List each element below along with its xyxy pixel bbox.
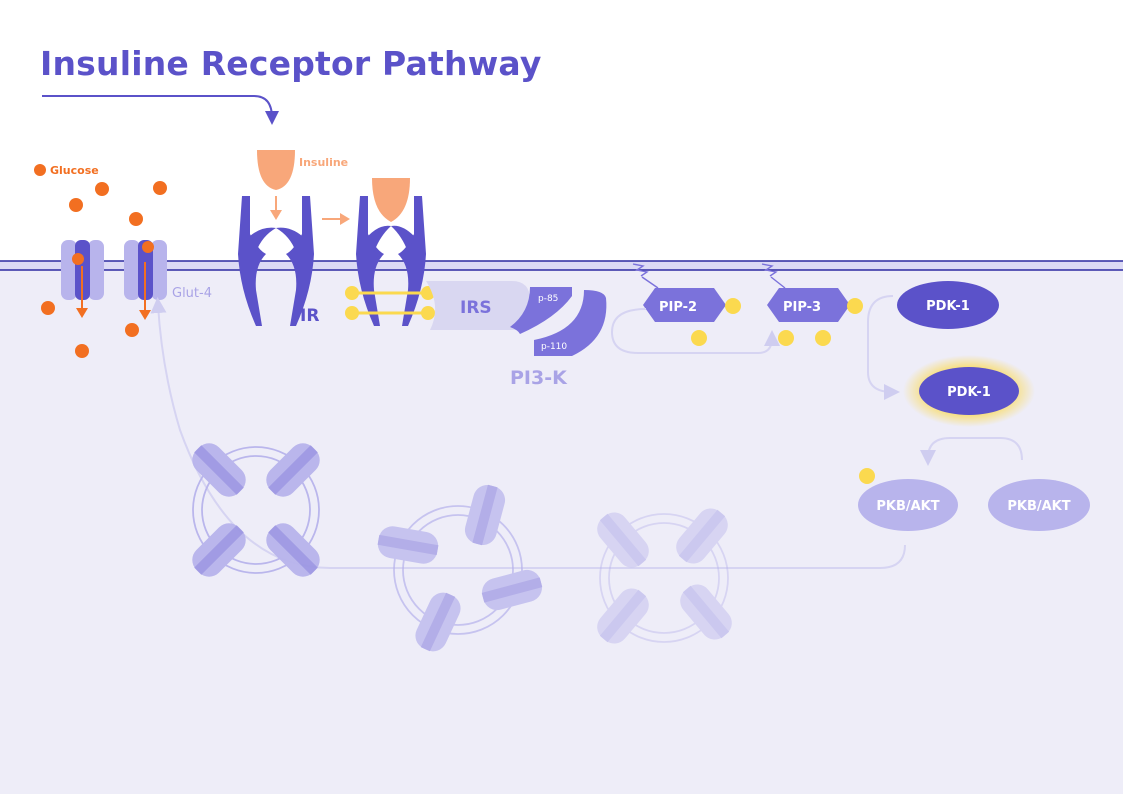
pdk1-inactive (897, 281, 999, 329)
pkb-activation-arrow (920, 437, 1023, 466)
ir-label: IR (300, 306, 319, 326)
glucose-label: Glucose (50, 164, 99, 177)
glut4-transporter-left (61, 240, 104, 318)
pip3-phosphate-2 (778, 330, 794, 346)
insuline-label: Insuline (299, 156, 348, 169)
pip3-molecule (767, 288, 850, 322)
pkb-phosphate (859, 468, 875, 484)
pip2-phosphate-2 (691, 330, 707, 346)
pip3-label: PIP-3 (783, 300, 821, 315)
glut4-vesicle-2 (375, 481, 546, 656)
receptor-phosphates (345, 286, 435, 320)
glut4-transporter-right (124, 240, 167, 320)
pkb-phos-label: PKB/AKT (876, 499, 939, 514)
pip-conversion-arrow (610, 308, 780, 354)
glut4-vesicle-3 (591, 502, 738, 650)
glucose-molecules (34, 164, 167, 358)
page-title: Insuline Receptor Pathway (40, 44, 542, 83)
irs-label: IRS (460, 298, 492, 318)
pi3k-p85-subunit (510, 287, 572, 334)
cytoplasm (0, 269, 1123, 794)
insuline-ligand-1 (257, 150, 295, 190)
pkb-akt-unphosphorylated (988, 479, 1090, 531)
pdk1-activation-arrow (867, 295, 900, 400)
pdk1-active-label: PDK-1 (947, 385, 991, 400)
pip3-phosphate-3 (815, 330, 831, 346)
pi3k-p110-subunit (534, 290, 607, 356)
pdk1-inactive-label: PDK-1 (926, 299, 970, 314)
glut4-vesicle-1 (186, 437, 326, 583)
recycling-arrow (150, 297, 906, 569)
pip2-molecule (643, 288, 726, 322)
pkb-unphos-label: PKB/AKT (1007, 499, 1070, 514)
pip3-anchor (761, 263, 786, 289)
pip3-phosphate-1 (847, 298, 863, 314)
glut4-label: Glut-4 (172, 286, 212, 301)
p110-label: p-110 (541, 342, 567, 352)
membrane-band (0, 261, 1123, 270)
pip2-anchor (632, 263, 659, 289)
insuline-ligand-2 (372, 178, 410, 222)
pi3k-label: PI3-K (510, 367, 568, 389)
pip2-label: PIP-2 (659, 300, 697, 315)
pkb-akt-phosphorylated (858, 479, 958, 531)
title-arrow (42, 95, 279, 125)
pdk1-active (919, 367, 1019, 415)
irs-protein (426, 281, 530, 330)
pip2-phosphate-1 (725, 298, 741, 314)
p85-label: p-85 (538, 294, 558, 304)
insulin-receptor-1 (238, 196, 314, 326)
